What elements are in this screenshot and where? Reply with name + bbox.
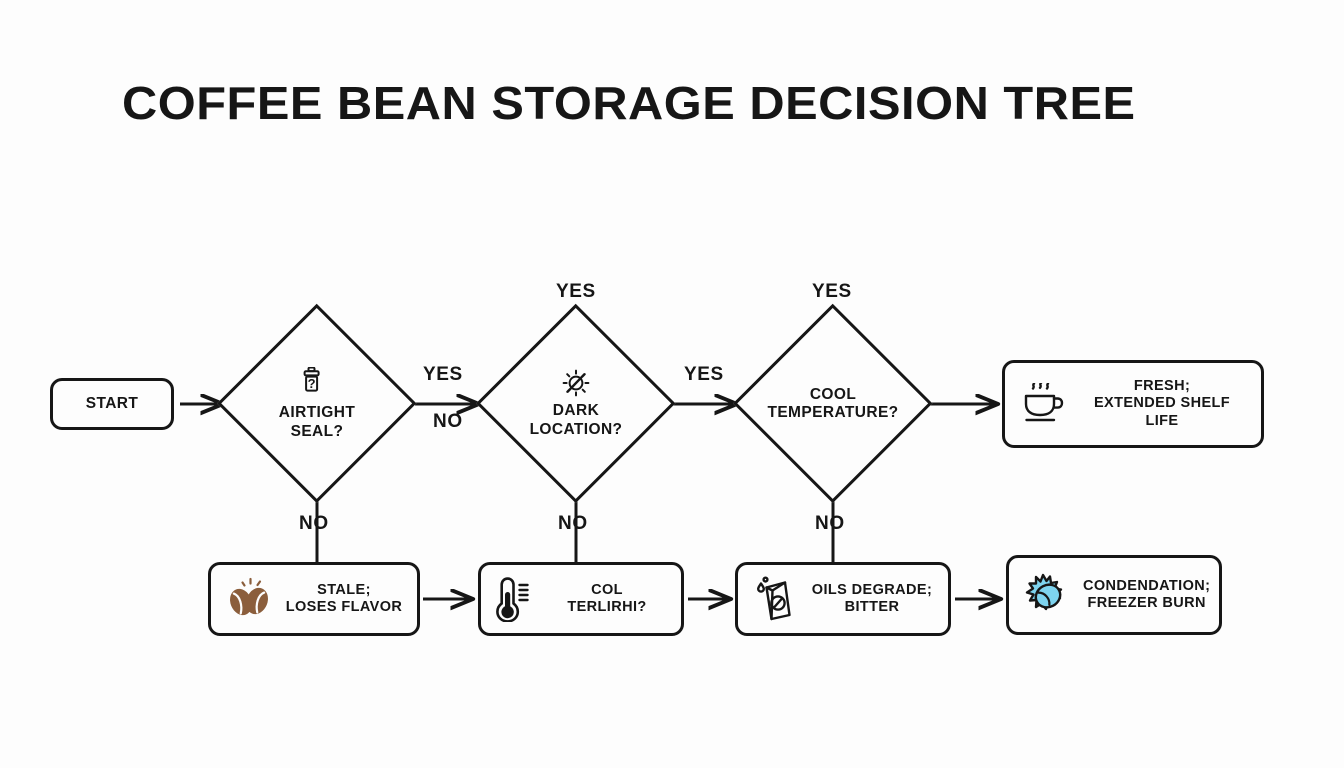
node-dark-location[interactable]: DARK LOCATION? — [475, 303, 676, 504]
edge-label-cool-down-no: NO — [815, 513, 845, 534]
svg-text:?: ? — [308, 376, 316, 391]
edge-label-dark-yes: YES — [684, 364, 724, 385]
node-start[interactable]: START — [50, 378, 174, 430]
node-fresh-result-label: FRESH; EXTENDED SHELF LIFE — [1093, 378, 1231, 429]
node-airtight-seal[interactable]: ? AIRTIGHT SEAL? — [216, 303, 417, 504]
edge-label-dark-top-yes: YES — [556, 281, 596, 302]
node-oils-result-label: OILS DEGRADE; BITTER — [811, 581, 933, 615]
edge-label-airtight-down-no: NO — [299, 513, 329, 534]
coffee-beans-icon — [230, 577, 268, 616]
edge-label-dark-down-no: NO — [558, 513, 588, 534]
edge-label-airtight-yes: YES — [423, 364, 463, 385]
node-cool-temperature-label: COOL TEMPERATURE? — [767, 385, 899, 421]
node-start-label: START — [85, 394, 139, 412]
page-title: COFFEE BEAN STORAGE DECISION TREE — [122, 77, 1136, 129]
node-dark-location-label: DARK LOCATION? — [529, 402, 623, 438]
node-fresh-result[interactable]: FRESH; EXTENDED SHELF LIFE — [1002, 360, 1264, 448]
thermometer-icon — [496, 577, 529, 622]
coffee-cup-icon — [1024, 383, 1064, 422]
node-cool-temperature[interactable]: COOL TEMPERATURE? — [732, 303, 933, 504]
node-condensation-result[interactable]: CONDENDATION; FREEZER BURN — [1006, 555, 1222, 635]
node-coltemp-result[interactable]: COL TERLIRHI? — [478, 562, 684, 636]
node-airtight-seal-label: AIRTIGHT SEAL? — [278, 404, 356, 440]
edge-label-cool-top-yes: YES — [812, 281, 852, 302]
node-condensation-result-label: CONDENDATION; FREEZER BURN — [1083, 577, 1211, 611]
edge-label-airtight-no: NO — [433, 411, 463, 432]
node-stale-result[interactable]: STALE; LOSES FLAVOR — [208, 562, 420, 636]
container-question-icon: ? — [303, 367, 320, 392]
coffee-bag-drip-icon — [757, 576, 791, 621]
node-oils-result[interactable]: OILS DEGRADE; BITTER — [735, 562, 951, 636]
node-coltemp-result-label: COL TERLIRHI? — [567, 581, 647, 615]
node-stale-result-label: STALE; LOSES FLAVOR — [285, 581, 403, 615]
frozen-bean-icon — [1025, 573, 1063, 611]
no-sun-icon — [562, 369, 590, 397]
